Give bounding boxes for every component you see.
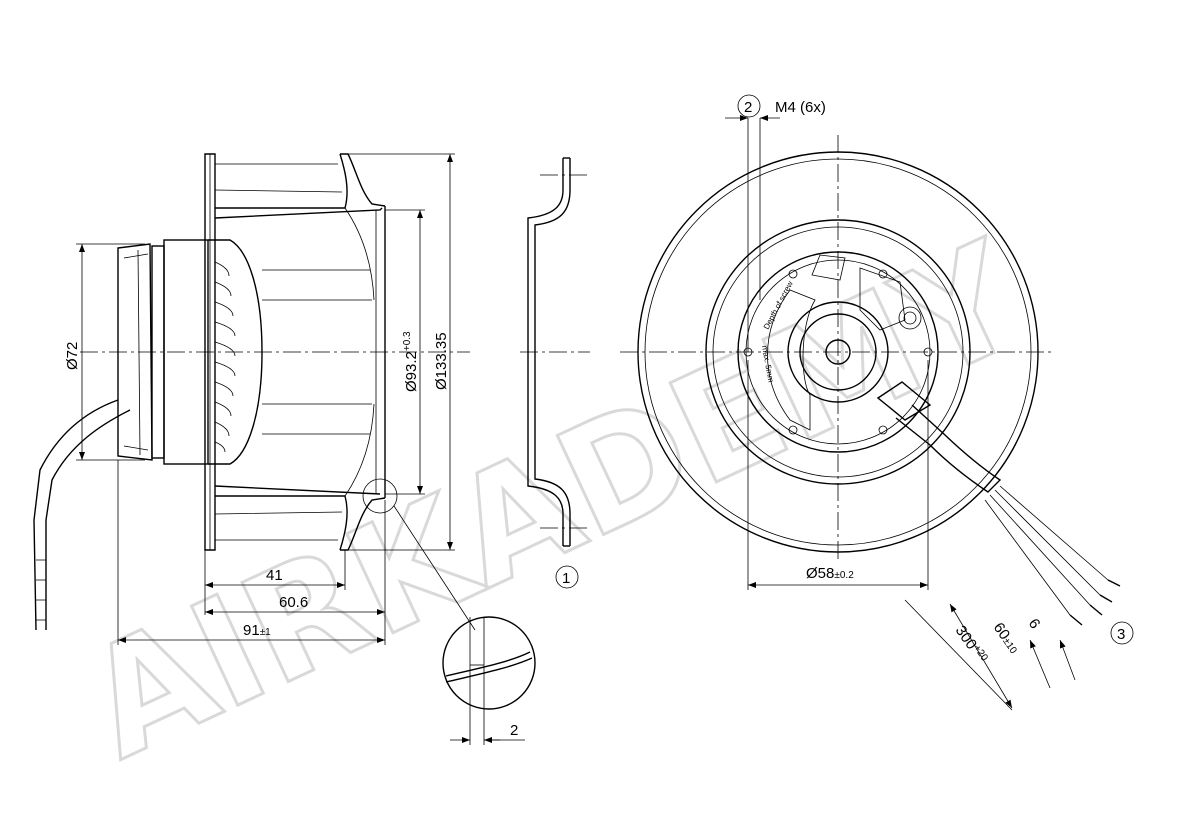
- dim-l91: 91±1: [243, 622, 271, 639]
- callout-3: 3: [1117, 626, 1125, 643]
- dim-l41: 41: [266, 567, 283, 584]
- dim-l91-tolerance: ±1: [260, 627, 271, 638]
- callout-2-circle: [737, 94, 761, 118]
- callout-3-circle: [1110, 621, 1134, 645]
- dim-cable-6: 6: [1025, 616, 1044, 633]
- dim-d58-value: Ø58: [806, 565, 834, 582]
- dim-d133: Ø133.35: [433, 332, 450, 390]
- dim-d93-value: Ø93.2: [403, 351, 420, 392]
- dim-cable-60-value: 60: [990, 620, 1013, 643]
- section-view: 1: [520, 157, 590, 589]
- dim-cable-300: 300+20: [952, 623, 990, 668]
- dim-d58: Ø58±0.2: [806, 565, 854, 582]
- dim-d93: Ø93.2+0.3: [402, 331, 420, 392]
- dim-l60: 60.6: [279, 594, 308, 611]
- detail-view: 2: [442, 616, 536, 745]
- callout-1-circle: [555, 565, 579, 589]
- dim-cable-60: 60±10: [990, 620, 1023, 657]
- side-view-dimensions: Ø72 Ø93.2+0.3 Ø133.35 41 60.6 91±1: [64, 153, 455, 645]
- dim-l91-value: 91: [243, 622, 260, 639]
- dim-d93-tolerance: +0.3: [402, 331, 413, 351]
- thread-label: M4 (6x): [775, 99, 826, 116]
- dim-d58-tolerance: ±0.2: [834, 570, 854, 581]
- callout-2: 2: [744, 99, 752, 116]
- side-view: [33, 153, 476, 631]
- detail-dim-2: 2: [510, 722, 518, 739]
- dim-d72: Ø72: [64, 342, 81, 370]
- callout-1: 1: [562, 570, 570, 587]
